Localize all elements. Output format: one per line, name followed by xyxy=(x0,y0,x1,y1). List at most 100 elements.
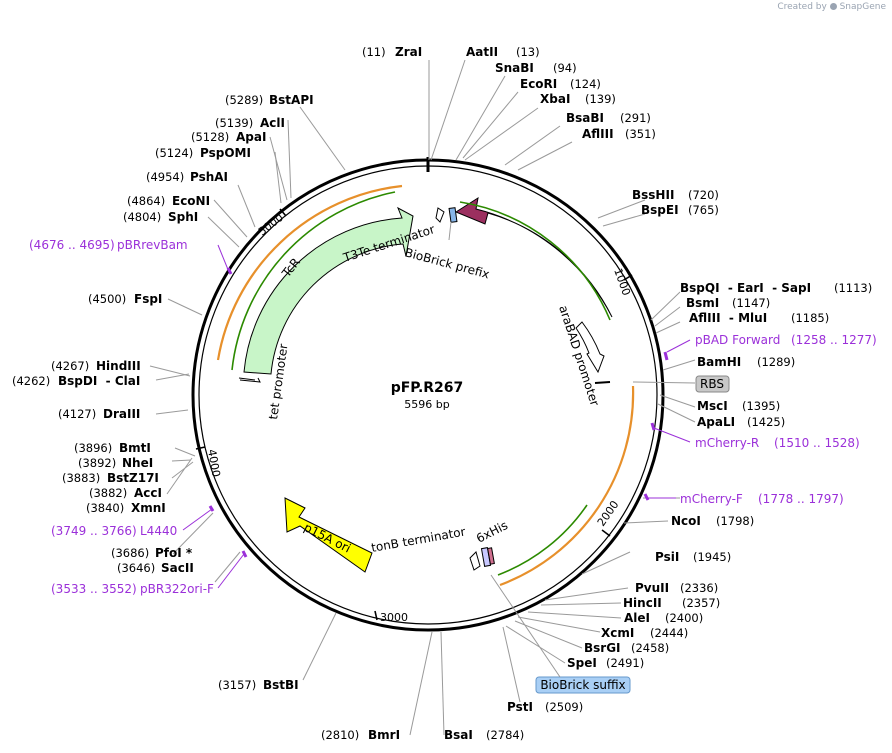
site-pos: (13) xyxy=(516,45,540,59)
primer-name: pBAD Forward xyxy=(695,333,780,347)
araBAD-promoter-arrow[interactable] xyxy=(575,321,605,374)
site-name: BstBI xyxy=(263,678,299,692)
biobrick-prefix-mark xyxy=(448,207,458,223)
tonB-terminator-label: tonB terminator xyxy=(370,525,467,555)
site-pos: (3157) xyxy=(218,678,256,692)
primer-pBAD-Forward: pBAD Forward(1258 .. 1277) xyxy=(695,333,877,347)
site-pos: (2509) xyxy=(545,700,583,714)
site-pos: (5128) xyxy=(191,130,229,144)
tet-promoter-glyph xyxy=(238,377,261,383)
site-name: SnaBI xyxy=(495,61,534,75)
site-pos: (4804) xyxy=(123,210,161,224)
site-BsaBI: BsaBI (291) xyxy=(566,111,651,125)
site-AclI: (5139)AclI xyxy=(215,116,285,130)
site-ZraI: (11)ZraI xyxy=(362,45,422,59)
site-name: BsmI xyxy=(686,296,719,310)
primer-range: (3749 .. 3766) xyxy=(51,524,137,538)
site-pos: (124) xyxy=(570,77,601,91)
site-name: SacII xyxy=(161,561,194,575)
site-pos: (4267) xyxy=(51,359,89,373)
rbs-box[interactable]: RBS xyxy=(695,375,730,393)
site-pos: (1113) xyxy=(834,281,872,295)
ruler-ticks xyxy=(195,208,633,621)
site-pos: (2810) xyxy=(321,728,359,742)
biobrick-suffix-box[interactable]: BioBrick suffix xyxy=(535,676,631,694)
site-pos: (4127) xyxy=(58,407,96,421)
6xHis-label: 6xHis xyxy=(474,518,510,546)
site-name: BsaBI xyxy=(566,111,604,125)
site-name: SphI xyxy=(168,210,198,224)
site-name: HindIII xyxy=(96,359,141,373)
site-AflIII: AflIII(351) xyxy=(582,127,656,141)
site-name: PsiI xyxy=(655,550,679,564)
site-pos: (2336) xyxy=(680,581,718,595)
site-SphI: (4804) SphI xyxy=(123,210,198,224)
p15A-ori-arrow[interactable] xyxy=(284,497,373,573)
site-name: PstI xyxy=(507,700,533,714)
TcR-arrow[interactable] xyxy=(243,206,414,375)
site-pos: (3882) xyxy=(89,486,127,500)
site-name: XmnI xyxy=(131,501,166,515)
site-pos: (3686) xyxy=(111,546,149,560)
site-name: PshAI xyxy=(190,170,228,184)
site-pos: (4864) xyxy=(127,194,165,208)
site-name: AflIII - MluI xyxy=(689,311,767,325)
site-SpeI: SpeI(2491) xyxy=(567,656,644,670)
site-ApaI: (5128)ApaI xyxy=(191,130,266,144)
site-DraIII: (4127) DraIII xyxy=(58,407,140,421)
rbs-label: RBS xyxy=(700,377,724,391)
site-name: BssHII xyxy=(632,188,674,202)
site-pos: (2444) xyxy=(650,626,688,640)
site-name: BmtI xyxy=(119,441,151,455)
primer-name: mCherry-F xyxy=(680,492,743,506)
site-pos: (2784) xyxy=(486,728,524,742)
araC-arrow[interactable] xyxy=(454,196,613,318)
site-name: BspDI - ClaI xyxy=(58,374,140,388)
site-leader-lines xyxy=(149,59,696,736)
site-BspQI-EarI-SapI: BspQI - EarI - SapI (1113) xyxy=(680,281,872,295)
site-EcoRI: EcoRI(124) xyxy=(520,77,601,91)
credit-brand: SnapGene xyxy=(839,2,886,12)
site-PvuII: PvuII(2336) xyxy=(635,581,718,595)
plasmid-size: 5596 bp xyxy=(404,398,449,411)
site-BmtI: (3896)BmtI xyxy=(74,441,151,455)
site-pos: (3883) xyxy=(62,471,100,485)
site-name: ApaLI xyxy=(697,415,735,429)
site-NheI: (3892)NheI xyxy=(78,456,153,470)
site-name: BstZ17I xyxy=(107,471,159,485)
primer-range: (4676 .. 4695) xyxy=(29,238,115,252)
site-labels: (11)ZraI AatII(13) SnaBI(94) EcoRI(124) … xyxy=(12,45,872,742)
site-BstZ17I: (3883) BstZ17I xyxy=(62,471,159,485)
site-name: FspI xyxy=(134,292,162,306)
site-FspI: (4500)FspI xyxy=(88,292,162,306)
primer-name: L4440 xyxy=(140,524,177,538)
site-pos: (3840) xyxy=(86,501,124,515)
site-NcoI: NcoI(1798) xyxy=(671,514,754,528)
site-pos: (1395) xyxy=(742,399,780,413)
p15A-ori-label: p15A ori xyxy=(302,520,353,555)
site-name: MscI xyxy=(697,399,728,413)
site-name: AatII xyxy=(466,45,498,59)
orange-arc-left xyxy=(216,184,403,361)
tick-label-5000: 5000 xyxy=(256,211,286,238)
snapgene-logo-icon xyxy=(829,3,837,10)
site-AccI: (3882)AccI xyxy=(89,486,162,500)
site-name: BsrGI xyxy=(584,641,621,655)
primer-range: (3533 .. 3552) xyxy=(51,582,137,596)
site-BamHI: BamHI(1289) xyxy=(697,355,795,369)
site-name: PfoI * xyxy=(155,546,193,560)
site-name: BspQI - EarI - SapI xyxy=(680,281,811,295)
site-pos: (1425) xyxy=(747,415,785,429)
site-PfoI: (3686) PfoI * xyxy=(111,546,193,560)
site-XmnI: (3840) XmnI xyxy=(86,501,166,515)
site-pos: (291) xyxy=(620,111,651,125)
site-pos: (94) xyxy=(553,61,577,75)
site-AleI: AleI(2400) xyxy=(624,611,703,625)
site-pos: (351) xyxy=(625,127,656,141)
site-BspEI: BspEI(765) xyxy=(641,203,719,217)
site-pos: (1798) xyxy=(716,514,754,528)
araC-green-arc xyxy=(459,201,611,321)
primer-labels: pBAD Forward(1258 .. 1277) mCherry-R(151… xyxy=(29,238,877,596)
T3Te-terminator-glyph xyxy=(435,207,445,223)
site-name: DraIII xyxy=(103,407,140,421)
